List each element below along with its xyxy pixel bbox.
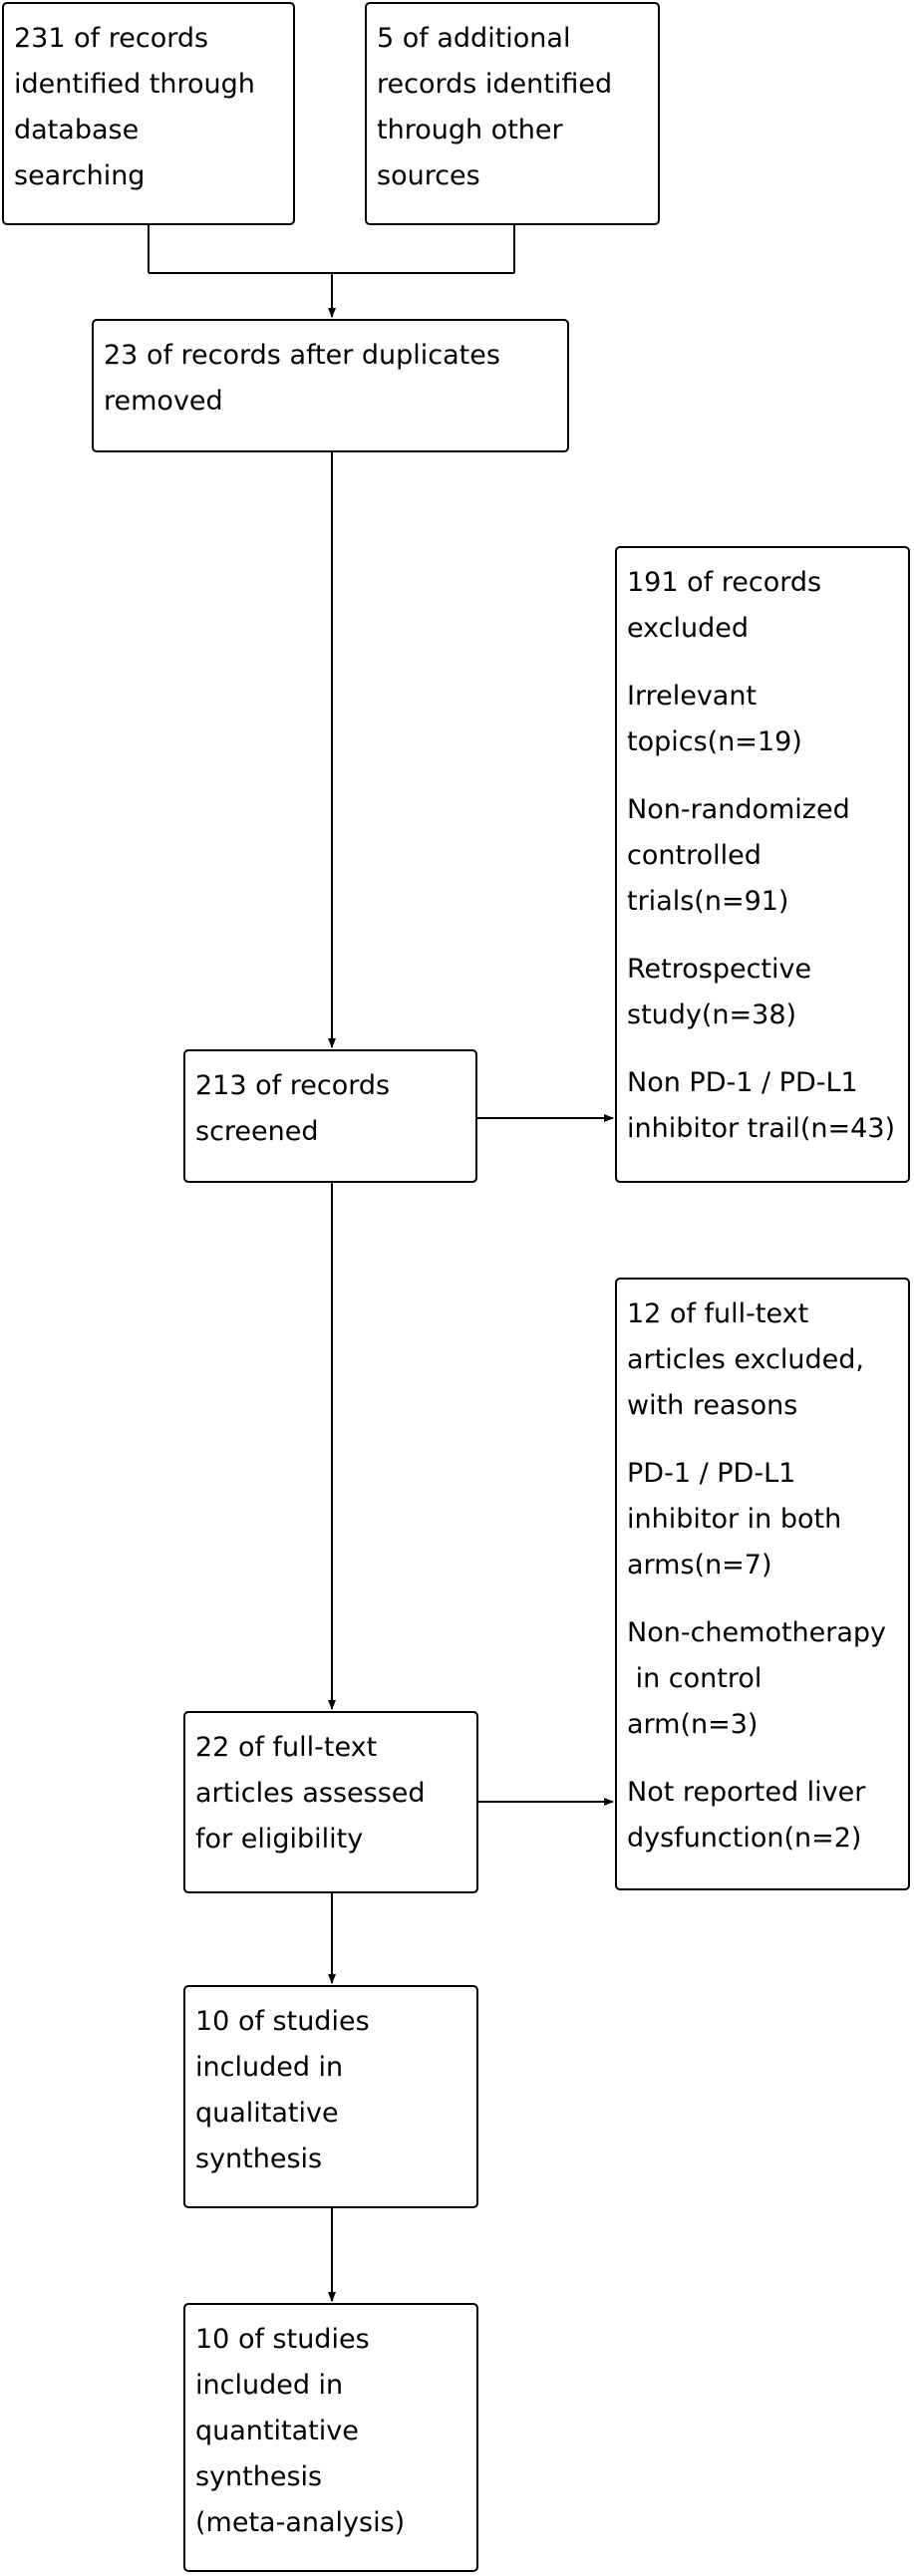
box-text-line: sources bbox=[377, 160, 480, 191]
box-text-line: Non PD-1 / PD-L1 bbox=[627, 1067, 858, 1098]
box-text-line: Not reported liver bbox=[627, 1777, 866, 1808]
box-text-line: identified through bbox=[14, 69, 255, 100]
box-text-line: Irrelevant bbox=[627, 681, 758, 712]
box-quantitative-synthesis: 10 of studies included in quantitative s… bbox=[183, 2303, 478, 2572]
box-text-line: with reasons bbox=[627, 1390, 798, 1421]
excluded-group-non-pd1: Non PD-1 / PD-L1 inhibitor trail(n=43) bbox=[627, 1060, 898, 1152]
box-after-duplicates: 23 of records after duplicates removed bbox=[92, 319, 569, 452]
box-text-line: Non-chemotherapy bbox=[627, 1617, 887, 1648]
box-text-line: records identified bbox=[377, 69, 613, 100]
excluded-group-retrospective: Retrospective study(n=38) bbox=[627, 947, 898, 1038]
box-text-line: topics(n=19) bbox=[627, 726, 802, 757]
box-text-line: 22 of full-text bbox=[195, 1732, 378, 1763]
fulltext-excluded-group-total: 12 of full-text articles excluded, with … bbox=[627, 1291, 898, 1429]
box-text-line: for eligibility bbox=[195, 1824, 364, 1855]
box-text-line: Retrospective bbox=[627, 954, 812, 985]
box-text-line: dysfunction(n=2) bbox=[627, 1823, 862, 1854]
box-text-line: 5 of additional bbox=[377, 23, 571, 54]
box-text-line: screened bbox=[195, 1116, 319, 1147]
box-text-line: study(n=38) bbox=[627, 1000, 797, 1030]
box-qualitative-synthesis: 10 of studies included in qualitative sy… bbox=[183, 1985, 478, 2208]
box-text-line: 23 of records after duplicates bbox=[104, 340, 500, 371]
box-text-line: inhibitor trail(n=43) bbox=[627, 1113, 896, 1144]
box-text-line: searching bbox=[14, 160, 146, 191]
excluded-group-total: 191 of records excluded bbox=[627, 560, 898, 652]
box-records-excluded: 191 of records excluded Irrelevant topic… bbox=[615, 546, 910, 1183]
box-text-line: Non-randomized bbox=[627, 794, 850, 825]
box-text-line: in control bbox=[627, 1663, 762, 1694]
box-text-line: controlled bbox=[627, 840, 762, 871]
fulltext-excluded-group-non-chemo: Non-chemotherapy in control arm(n=3) bbox=[627, 1610, 898, 1748]
box-text-line: 10 of studies bbox=[195, 2006, 370, 2037]
box-text-line: 191 of records bbox=[627, 567, 822, 598]
box-fulltext-assessed: 22 of full-text articles assessed for el… bbox=[183, 1711, 478, 1893]
box-text-line: articles excluded, bbox=[627, 1344, 864, 1375]
box-text-line: synthesis bbox=[195, 2144, 323, 2174]
excluded-group-irrelevant: Irrelevant topics(n=19) bbox=[627, 674, 898, 765]
box-text-line: synthesis bbox=[195, 2461, 323, 2492]
box-other-sources: 5 of additional records identified throu… bbox=[365, 2, 660, 225]
box-text-line: database bbox=[14, 115, 140, 145]
box-text-line: arm(n=3) bbox=[627, 1709, 759, 1740]
box-text-line: 231 of records bbox=[14, 23, 209, 54]
box-text-line: inhibitor in both bbox=[627, 1504, 842, 1535]
box-text-line: removed bbox=[104, 386, 223, 417]
box-text-line: 213 of records bbox=[195, 1070, 391, 1101]
box-text-line: arms(n=7) bbox=[627, 1550, 772, 1580]
box-text-line: (meta-analysis) bbox=[195, 2507, 406, 2538]
box-text-line: through other bbox=[377, 115, 563, 145]
box-text-line: 10 of studies bbox=[195, 2324, 370, 2355]
box-text-line: qualitative bbox=[195, 2098, 339, 2129]
box-text-line: quantitative bbox=[195, 2416, 359, 2446]
box-fulltext-excluded: 12 of full-text articles excluded, with … bbox=[615, 1278, 910, 1890]
box-text-line: excluded bbox=[627, 613, 749, 644]
box-text-line: trials(n=91) bbox=[627, 886, 789, 917]
excluded-group-non-randomized: Non-randomized controlled trials(n=91) bbox=[627, 787, 898, 925]
fulltext-excluded-group-both-arms: PD-1 / PD-L1 inhibitor in both arms(n=7) bbox=[627, 1451, 898, 1588]
box-text-line: articles assessed bbox=[195, 1778, 426, 1809]
fulltext-excluded-group-liver: Not reported liver dysfunction(n=2) bbox=[627, 1770, 898, 1861]
box-text-line: 12 of full-text bbox=[627, 1298, 809, 1329]
box-text-line: included in bbox=[195, 2052, 344, 2083]
box-text-line: PD-1 / PD-L1 bbox=[627, 1458, 796, 1489]
box-database-searching: 231 of records identified through databa… bbox=[2, 2, 295, 225]
box-records-screened: 213 of records screened bbox=[183, 1049, 477, 1183]
box-text-line: included in bbox=[195, 2370, 344, 2401]
